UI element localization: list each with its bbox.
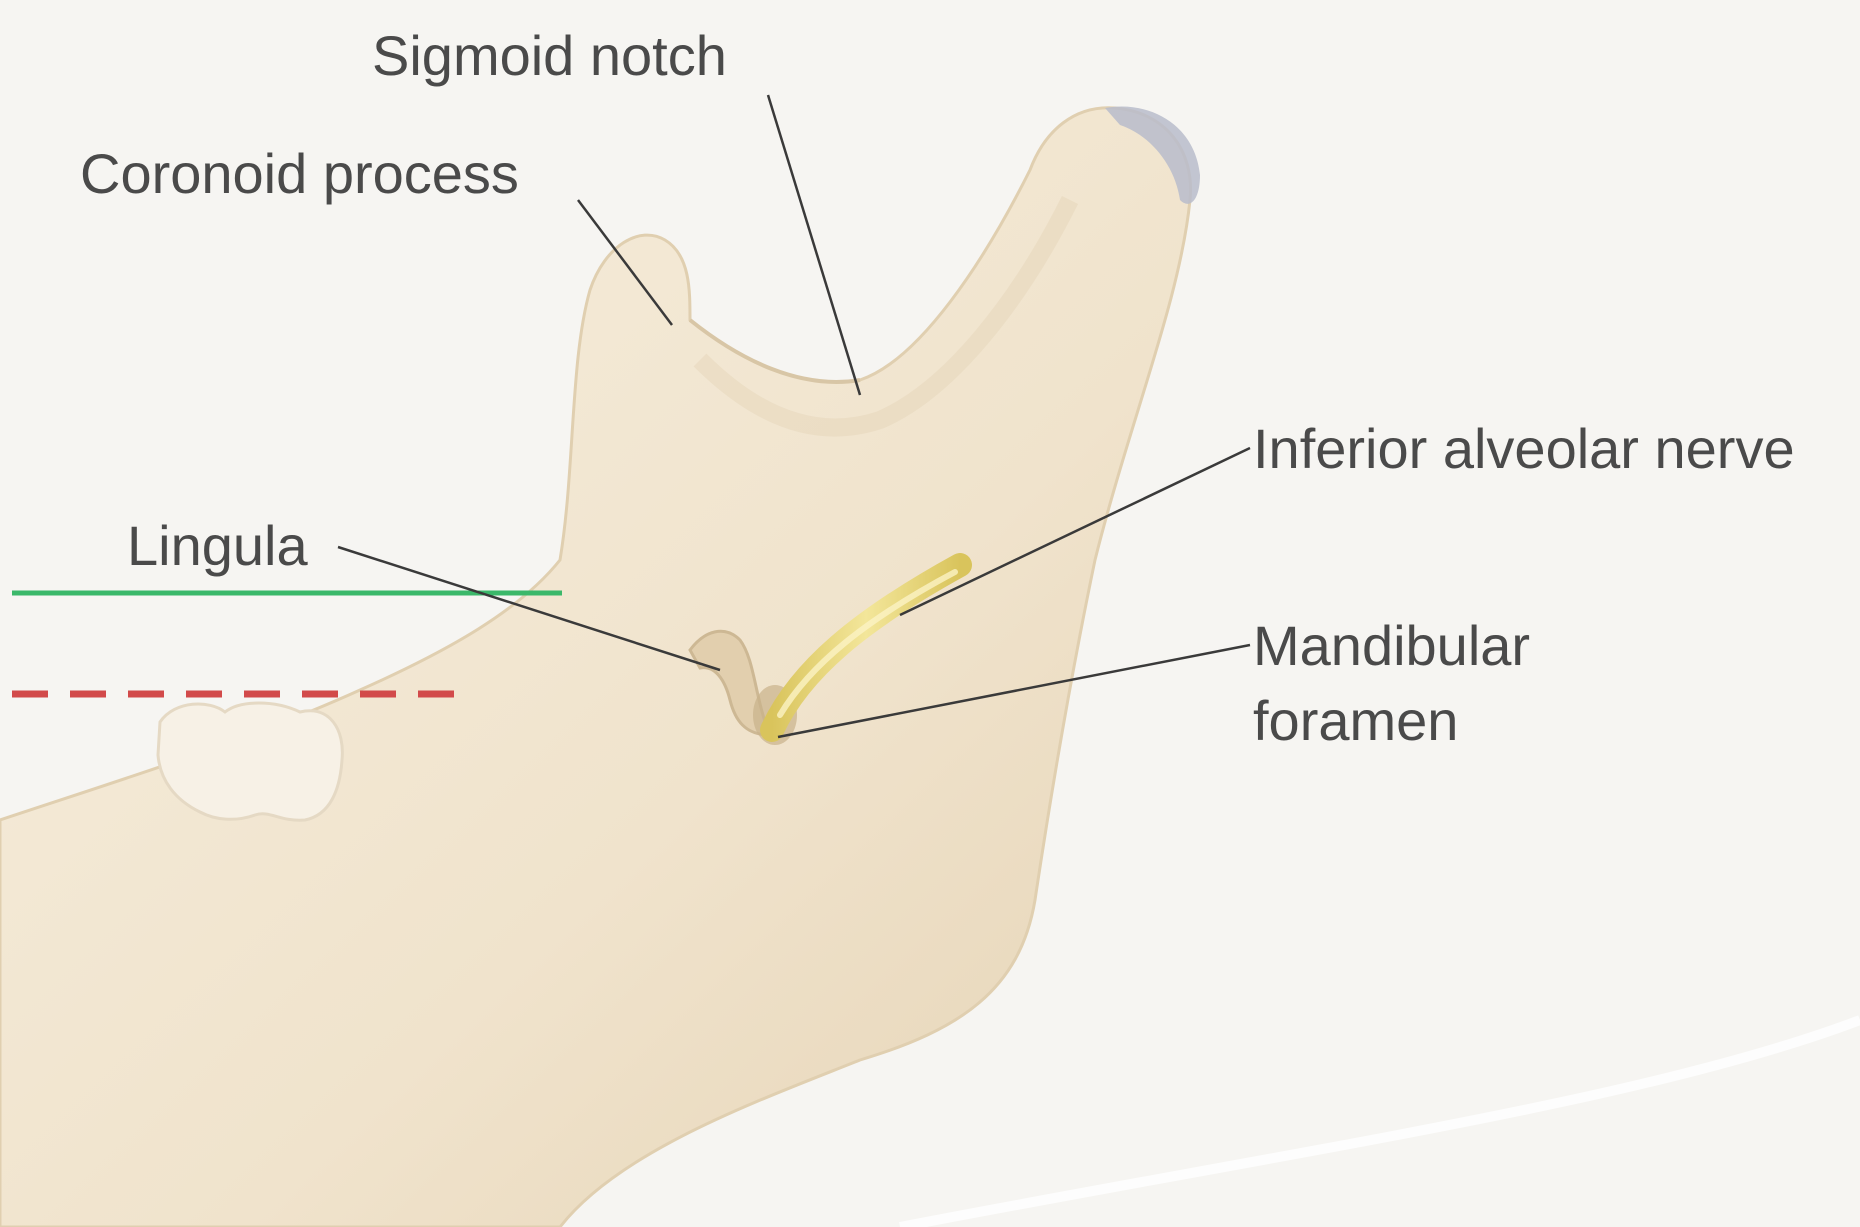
mandible-bone [0,108,1191,1227]
label-mandibular-foramen-line1: Mandibular [1253,614,1530,677]
leader-line-sigmoid-notch [768,95,860,395]
label-coronoid-process: Coronoid process [80,142,519,205]
label-inferior-alveolar-nerve: Inferior alveolar nerve [1253,417,1795,480]
molar-tooth [158,703,342,820]
label-lingula: Lingula [127,514,308,577]
background-arc [900,1020,1860,1227]
label-mandibular-foramen-line2: foramen [1253,689,1458,752]
label-sigmoid-notch: Sigmoid notch [372,24,727,87]
